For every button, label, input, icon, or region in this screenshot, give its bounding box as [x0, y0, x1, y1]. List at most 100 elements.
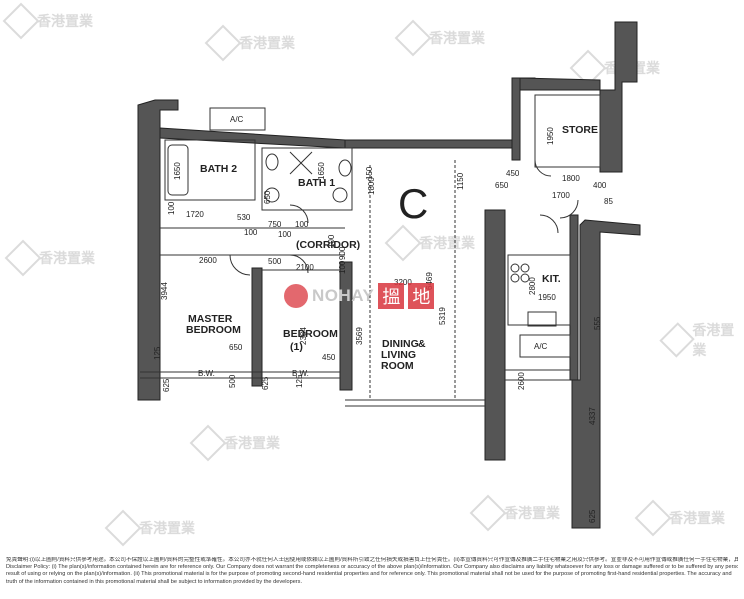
dimension-text: 125 — [295, 374, 304, 388]
bedroom-divider-wall — [251, 267, 263, 387]
bedroom1-label: (1) — [290, 341, 303, 353]
dimension-text: 3944 — [160, 282, 169, 300]
dimension-text: 1650 — [173, 162, 182, 180]
dimension-text: 2100 — [296, 263, 314, 272]
bath1-outline — [261, 147, 353, 211]
dining-label: & — [418, 338, 426, 350]
dimension-text: 1650 — [317, 162, 326, 180]
disclaimer-line: result of using or relying on the plan(s… — [6, 571, 732, 578]
dimension-text: 650 — [263, 190, 272, 204]
room-labels: BATH 2 BATH 1 (CORRIDOR) MASTER BEDROOM … — [186, 115, 598, 378]
watermark-logo: 香港置業 — [2, 2, 93, 40]
dimension-text: 750 — [268, 220, 282, 229]
home-icon — [284, 284, 308, 308]
disclaimer-line: Disclaimer Policy: (i) The plan(s)/infor… — [6, 564, 738, 571]
watermark-logo: 香港置業 — [469, 494, 560, 532]
ac-kitchen-label: A/C — [534, 342, 548, 351]
toilet — [265, 153, 279, 171]
door-swing — [559, 199, 579, 219]
store-room — [534, 94, 601, 168]
bath2-outline — [164, 139, 256, 201]
bath1-label: BATH 1 — [298, 177, 335, 189]
disclaimer: 免責聲明:(i)以上圖則/資料只供參考用途。本公司不保證以上圖則/資料的完整性或… — [6, 557, 738, 586]
dimension-text: 530 — [237, 213, 251, 222]
kitchen-right-wall — [571, 219, 641, 529]
watermark-logo: 香港置業 — [384, 224, 475, 262]
dimension-text: 555 — [593, 316, 602, 330]
interior-lines — [140, 94, 601, 407]
unit-label: C — [398, 180, 428, 227]
dimension-text: 1950 — [546, 127, 555, 145]
dining-label: LIVING — [381, 349, 416, 361]
dimension-text: 450 — [506, 169, 520, 178]
top-wall-middle — [344, 139, 521, 149]
watermark-logo: 香港置業 — [4, 239, 95, 277]
watermark-logo: 香港置業 — [189, 424, 280, 462]
dimension-text: 1700 — [552, 191, 570, 200]
sink — [527, 311, 557, 327]
door-swing — [534, 159, 552, 177]
bath2-label: BATH 2 — [200, 163, 237, 175]
disclaimer-line: 免責聲明:(i)以上圖則/資料只供參考用途。本公司不保證以上圖則/資料的完整性或… — [6, 557, 738, 563]
door-swing — [539, 214, 559, 234]
master-bedroom-label: MASTER — [188, 313, 233, 325]
bw-bedroom-label: B.W. — [292, 369, 309, 378]
living-room-wall — [484, 209, 506, 461]
watermark-logo: 香港置業 — [659, 320, 744, 360]
door-swing — [289, 204, 309, 224]
dimension-labels: 1650 100 1720 530 650 750 100 100 100 16… — [153, 127, 613, 523]
door-swing — [229, 254, 251, 276]
dimension-text: 1150 — [456, 172, 465, 190]
door-swing — [289, 254, 309, 274]
brand-char: 搵 — [378, 283, 405, 309]
dining-label: ROOM — [381, 360, 414, 372]
dimension-text: 100 — [295, 220, 309, 229]
dimension-text: 400 — [593, 181, 607, 190]
dimension-text: 4337 — [588, 407, 597, 425]
watermark-logo: 香港置業 — [104, 509, 195, 547]
store-right-wall — [599, 21, 638, 173]
stove — [510, 263, 520, 273]
watermark-logo: 香港置業 — [634, 499, 725, 537]
stove — [510, 273, 520, 283]
stove — [520, 273, 530, 283]
dimension-text: 450 — [322, 353, 336, 362]
store-label: STORE — [562, 124, 598, 136]
dimension-text: 2800 — [528, 277, 537, 295]
bathtub — [167, 144, 189, 196]
corridor-label: (CORRIDOR) — [296, 239, 360, 251]
dimension-text: 125 — [153, 346, 162, 360]
dimension-text: 650 — [495, 181, 509, 190]
dimension-text: 1800 — [367, 177, 376, 195]
watermark-logo: 香港置業 — [204, 24, 295, 62]
basin — [264, 187, 280, 203]
dimension-text: 500 — [228, 374, 237, 388]
dimension-text: 5319 — [438, 307, 447, 325]
ac-kitchen-box — [519, 334, 571, 358]
kitchen-label: KIT. — [542, 273, 561, 285]
store-top-wall — [519, 77, 601, 91]
ac-top-box — [209, 107, 266, 131]
dimension-text: 150 — [365, 166, 374, 180]
dimension-text: 100 — [327, 234, 336, 248]
top-wall — [159, 127, 346, 149]
walls — [137, 21, 641, 529]
kitchen-counter — [507, 254, 571, 326]
doors — [229, 159, 579, 276]
dimension-text: 6469 — [425, 272, 434, 290]
disclaimer-line: truth of the information contained in th… — [6, 578, 303, 585]
dimension-text: 2600 — [517, 372, 526, 390]
dimension-text: 100 — [244, 228, 258, 237]
dimension-text: 100 — [278, 230, 292, 239]
dimension-text: 650 — [229, 343, 243, 352]
dining-label: DINING — [382, 338, 419, 350]
kitchen-partition — [569, 214, 579, 381]
master-bedroom-label: BEDROOM — [186, 324, 241, 336]
dimension-text: 85 — [604, 197, 613, 206]
dimension-text: 100 — [167, 201, 176, 215]
brand-logo: NOHAY 搵 地 — [284, 283, 435, 309]
dimension-text: 625 — [162, 378, 171, 392]
dimension-text: 500 — [268, 257, 282, 266]
dimension-text: 100 — [338, 260, 347, 274]
